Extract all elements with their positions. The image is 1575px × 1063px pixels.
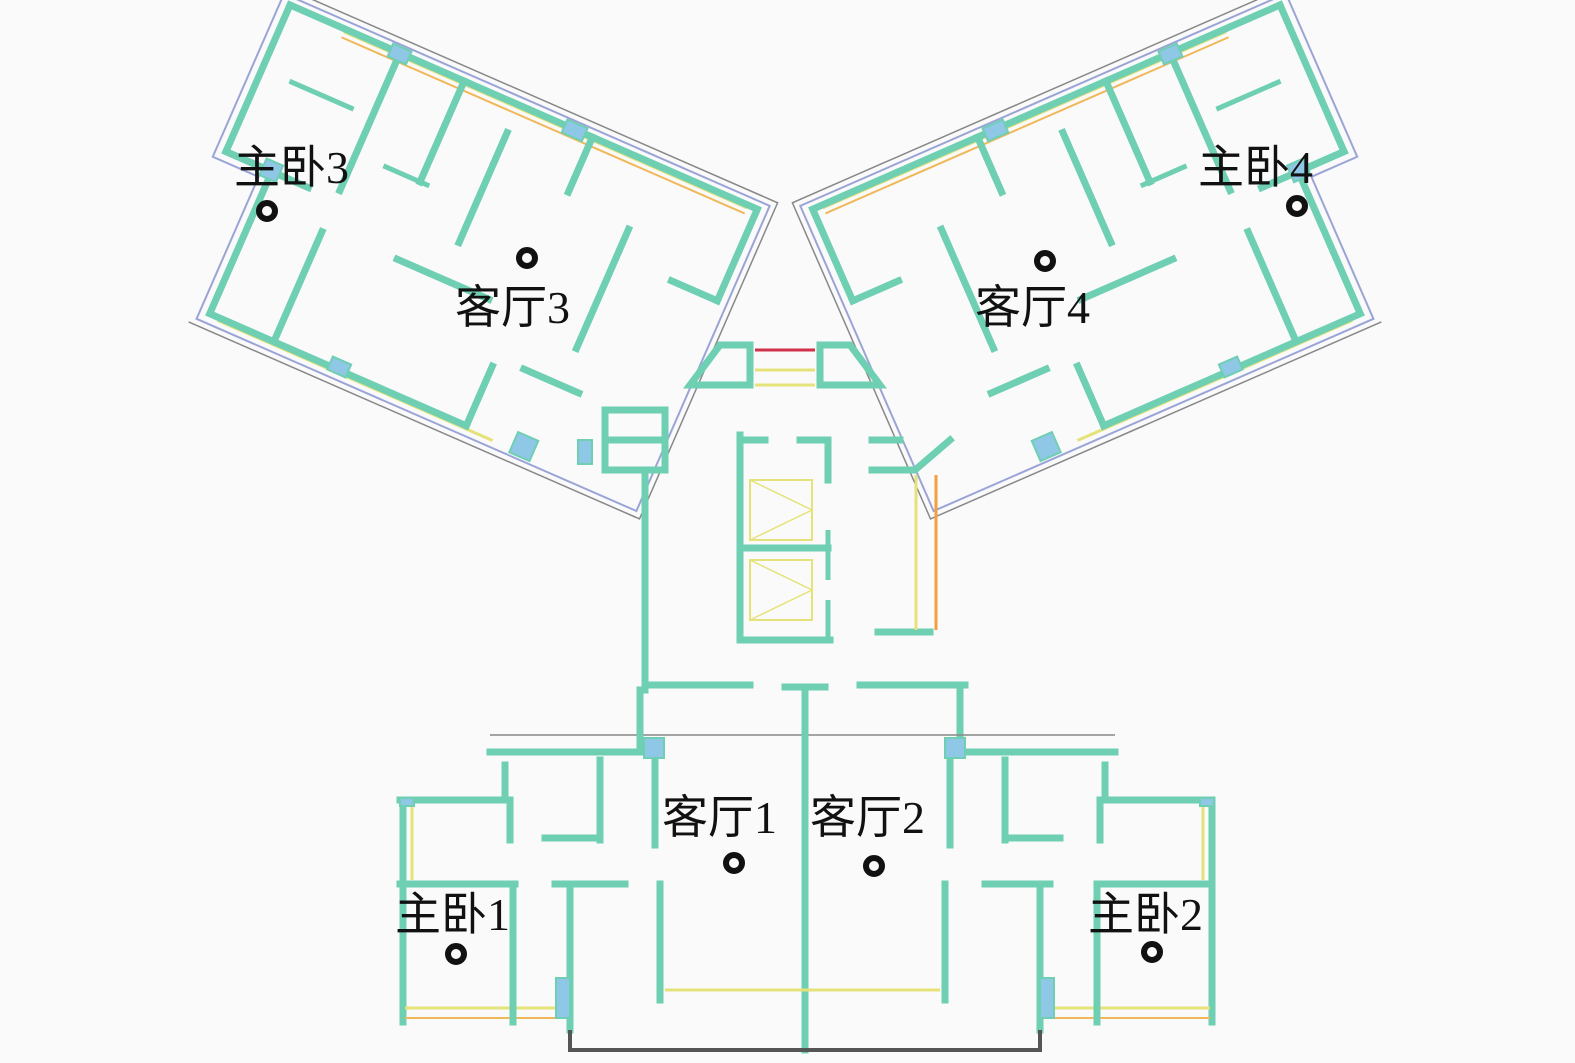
central-core: [577, 341, 969, 744]
measurement-point-living-room-1: [723, 852, 745, 874]
measurement-point-master-bedroom-2: [1141, 941, 1163, 963]
label-living-room-3: 客厅3: [455, 282, 570, 333]
measurement-point-living-room-3: [516, 247, 538, 269]
measurement-point-master-bedroom-1: [445, 943, 467, 965]
label-living-room-4: 客厅4: [975, 282, 1090, 333]
label-master-bedroom-1: 主卧1: [395, 889, 510, 940]
label-master-bedroom-2: 主卧2: [1088, 889, 1203, 940]
measurement-point-master-bedroom-4: [1286, 195, 1308, 217]
measurement-point-living-room-4: [1034, 250, 1056, 272]
wing-unit-3: [143, 0, 778, 519]
measurement-point-living-room-2: [863, 855, 885, 877]
label-master-bedroom-4: 主卧4: [1198, 142, 1313, 193]
label-living-room-2: 客厅2: [810, 792, 925, 843]
bottom-units: [396, 683, 1216, 1054]
measurement-point-master-bedroom-3: [256, 200, 278, 222]
label-living-room-1: 客厅1: [662, 792, 777, 843]
label-master-bedroom-3: 主卧3: [234, 142, 349, 193]
